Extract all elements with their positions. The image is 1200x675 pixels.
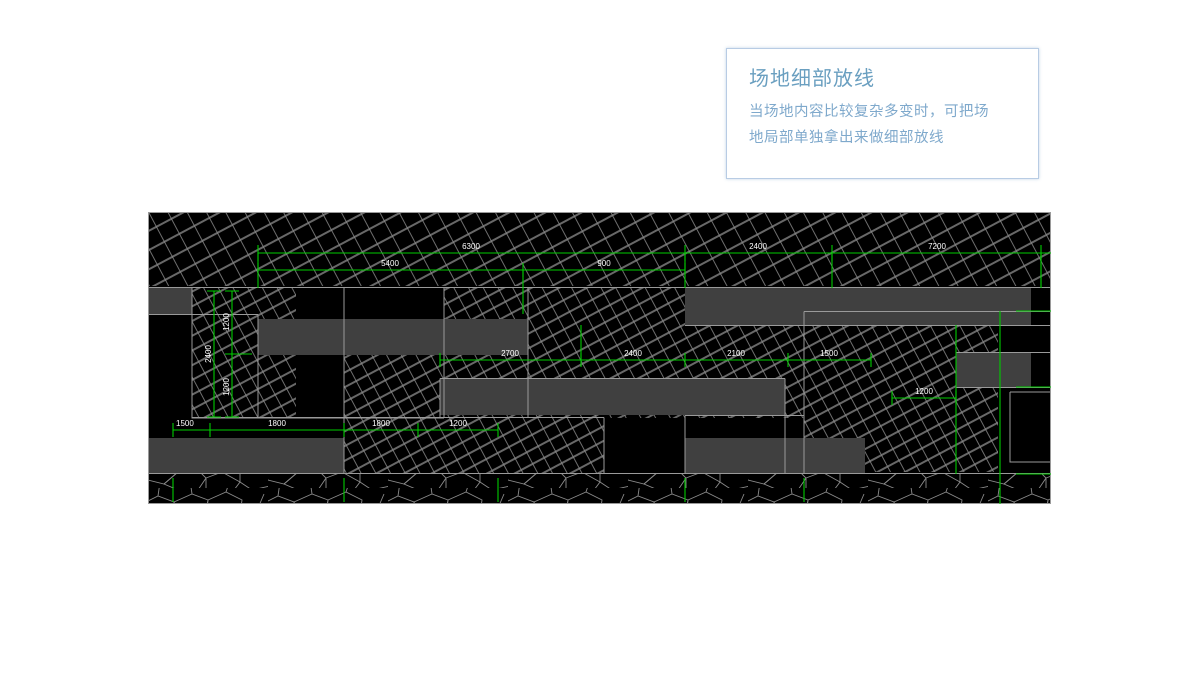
note-title: 场地细部放线: [749, 66, 875, 90]
paving-lower-left: [344, 418, 604, 474]
dim-1500-mid: 1500: [820, 349, 838, 358]
dim-1200-right: 1200: [915, 387, 933, 396]
paving-central-mid: [344, 344, 444, 418]
slab-right-small: [956, 353, 1031, 387]
cad-drawing-canvas: 6300 2400 7200 5400 900 2700 2400 2100 1…: [148, 212, 1051, 504]
slab-blocks: [148, 288, 1031, 474]
dim-1500-bottom: 1500: [176, 419, 194, 428]
dim-5400: 5400: [381, 259, 399, 268]
cad-drawing-svg: 6300 2400 7200 5400 900 2700 2400 2100 1…: [148, 212, 1051, 504]
slab-upper-left-long: [258, 319, 528, 355]
note-body-line-1: 当场地内容比较复杂多变时，可把场: [749, 104, 989, 120]
slab-lower-right: [685, 438, 865, 474]
dim-1800-b: 1800: [372, 419, 390, 428]
dim-6300: 6300: [462, 242, 480, 251]
paving-bottom-flagstone: [148, 474, 1051, 504]
dim-2700: 2700: [501, 349, 519, 358]
dim-2400-vertical: 2400: [204, 345, 213, 363]
slab-upper-right-long: [685, 288, 1031, 326]
paving-top-band: [148, 212, 1051, 286]
dim-2400-top: 2400: [749, 242, 767, 251]
note-body-line-2: 地局部单独拿出来做细部放线: [749, 130, 944, 146]
note-callout-box: 场地细部放线 当场地内容比较复杂多变时，可把场 地局部单独拿出来做细部放线: [726, 48, 1039, 179]
dim-900: 900: [597, 259, 611, 268]
paving-mid-right-upper: [528, 288, 644, 356]
note-body: 当场地内容比较复杂多变时，可把场 地局部单独拿出来做细部放线: [749, 99, 1018, 151]
dimension-lines: [172, 245, 1051, 504]
slab-left-top: [148, 288, 192, 314]
dimension-labels: 6300 2400 7200 5400 900 2700 2400 2100 1…: [176, 242, 946, 428]
slab-lower-left: [148, 438, 344, 474]
slab-middle-long: [440, 379, 785, 415]
dim-1200-vertical-top: 1200: [222, 313, 231, 331]
dim-7200: 7200: [928, 242, 946, 251]
dim-1200-bottom: 1200: [449, 419, 467, 428]
dim-2100: 2100: [727, 349, 745, 358]
dim-1800-a: 1800: [268, 419, 286, 428]
dim-2400-mid: 2400: [624, 349, 642, 358]
dim-1200-vertical-bottom: 1200: [222, 378, 231, 396]
